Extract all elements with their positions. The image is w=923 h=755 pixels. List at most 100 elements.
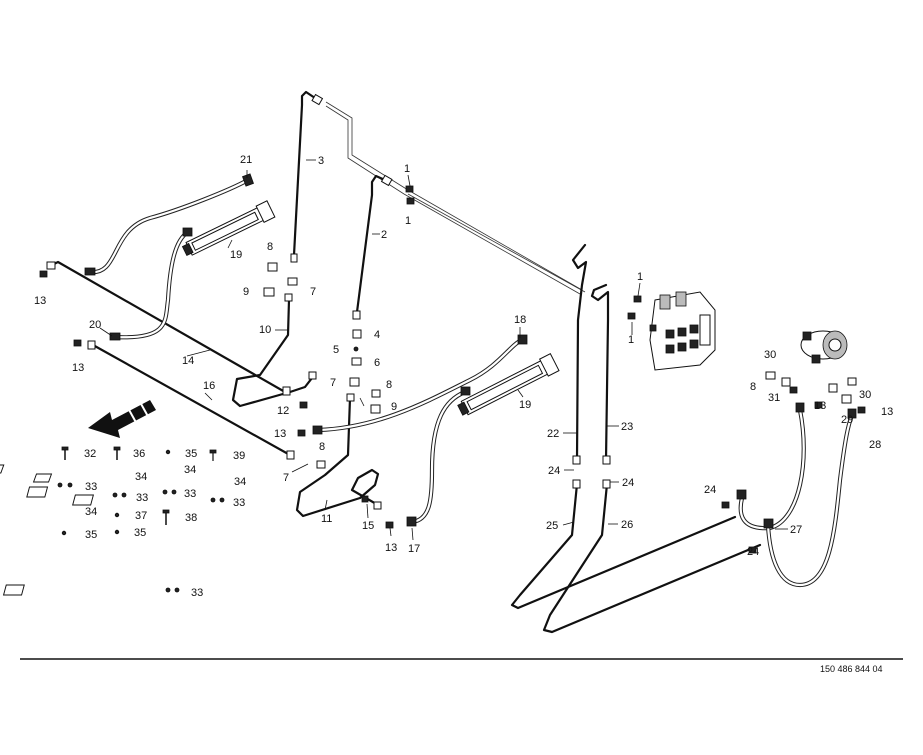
label-17: 17: [408, 543, 420, 555]
pipe-22-25: [510, 243, 737, 610]
label-18: 18: [514, 314, 526, 326]
pipe-16: [87, 340, 295, 460]
label-19-a: 19: [230, 249, 242, 261]
label-33-b: 33: [136, 492, 148, 504]
pipe-clamp-icon: [57, 482, 73, 488]
label-9-a: 9: [243, 286, 249, 298]
pipe-11: [295, 393, 382, 518]
hose-17: [406, 386, 471, 527]
label-33-a: 33: [85, 481, 97, 493]
label-8-d: 8: [750, 381, 756, 393]
label-20: 20: [89, 319, 101, 331]
label-21: 21: [240, 154, 252, 166]
label-33-c: 33: [184, 488, 196, 500]
label-8-a: 8: [267, 241, 273, 253]
clamp-kit: [0, 446, 225, 596]
hydraulic-cylinder-icon: [457, 352, 560, 416]
label-24-c: 24: [704, 484, 716, 496]
pipe-14: [46, 260, 291, 396]
pipe-clamp-icon: [72, 494, 225, 506]
label-8-c: 8: [319, 441, 325, 453]
label-23: 23: [621, 421, 633, 433]
label-28: 28: [869, 439, 881, 451]
label-30-b: 30: [859, 389, 871, 401]
pipe-clamp-icon: [112, 492, 127, 498]
label-13-a: 13: [34, 295, 46, 307]
label-13-c: 13: [274, 428, 286, 440]
label-16: 16: [203, 380, 215, 392]
label-34-b: 34: [184, 464, 196, 476]
label-14: 14: [182, 355, 194, 367]
label-30-a: 30: [764, 349, 776, 361]
label-34-d: 34: [85, 506, 97, 518]
label-25: 25: [546, 520, 558, 532]
label-8-b: 8: [386, 379, 392, 391]
label-39: 39: [233, 450, 245, 462]
label-33-d: 33: [233, 497, 245, 509]
label-19-b: 19: [519, 399, 531, 411]
label-7-a: 7: [310, 286, 316, 298]
label-35-b: 35: [85, 529, 97, 541]
label-35-a: 35: [185, 448, 197, 460]
hose-21: [84, 173, 254, 276]
label-29: 29: [841, 414, 853, 426]
label-31: 31: [768, 392, 780, 404]
bolt-icon: [162, 509, 170, 525]
label-15: 15: [362, 520, 374, 532]
label-35-c: 35: [134, 527, 146, 539]
label-24-d: 24: [747, 546, 759, 558]
label-5: 5: [333, 344, 339, 356]
hose-27-28: [736, 402, 857, 588]
pipe-clamp-icon: [2, 584, 180, 596]
pipe-3: [290, 90, 324, 263]
label-11: 11: [321, 513, 332, 525]
label-1-d: 1: [628, 334, 634, 346]
label-33-e: 33: [191, 587, 203, 599]
pipe-10: [231, 293, 317, 408]
part-labels: 1 1 1 1 2 3 4 5 6 7 7 7 8 8 8 8 9 9 10 1…: [34, 154, 893, 674]
pipe-clamp-icon: [0, 464, 5, 474]
fittings: [39, 185, 866, 554]
label-4: 4: [374, 329, 380, 341]
label-13-d: 13: [385, 542, 397, 554]
control-valve-icon: [649, 291, 716, 371]
label-1-c: 1: [637, 271, 643, 283]
label-13-e: 13: [814, 400, 826, 412]
label-12: 12: [277, 405, 289, 417]
hydraulic-motor-icon: [800, 330, 848, 364]
label-7-b: 7: [330, 377, 336, 389]
label-7-c: 7: [283, 472, 289, 484]
label-38: 38: [185, 512, 197, 524]
pipe-2: [352, 174, 393, 320]
label-10: 10: [259, 324, 271, 336]
label-13-b: 13: [72, 362, 84, 374]
label-22: 22: [547, 428, 559, 440]
label-1-b: 1: [405, 215, 411, 227]
label-9-b: 9: [391, 401, 397, 413]
hydraulic-cylinder-icon: [181, 200, 276, 257]
bolt-icon: [113, 446, 121, 460]
hose-20: [109, 227, 193, 341]
label-34-c: 34: [234, 476, 246, 488]
label-13-f: 13: [881, 406, 893, 418]
pipe-23-26: [542, 283, 762, 634]
hose-18: [312, 334, 528, 435]
label-1-a: 1: [404, 163, 410, 175]
label-32: 32: [84, 448, 96, 460]
label-3: 3: [318, 155, 324, 167]
label-36: 36: [133, 448, 145, 460]
bolt-icon: [209, 449, 217, 461]
label-37: 37: [135, 510, 147, 522]
label-2: 2: [381, 229, 387, 241]
label-34-a: 34: [135, 471, 147, 483]
label-24-b: 24: [622, 477, 634, 489]
direction-arrow-icon: [88, 400, 156, 438]
pipe-clamp-icon: [26, 486, 177, 498]
label-27: 27: [790, 524, 802, 536]
label-24-a: 24: [548, 465, 560, 477]
long-return-line: [325, 101, 586, 295]
document-id: 150 486 844 04: [820, 664, 883, 674]
label-26: 26: [621, 519, 633, 531]
pipe-clamp-icon: [32, 473, 53, 483]
